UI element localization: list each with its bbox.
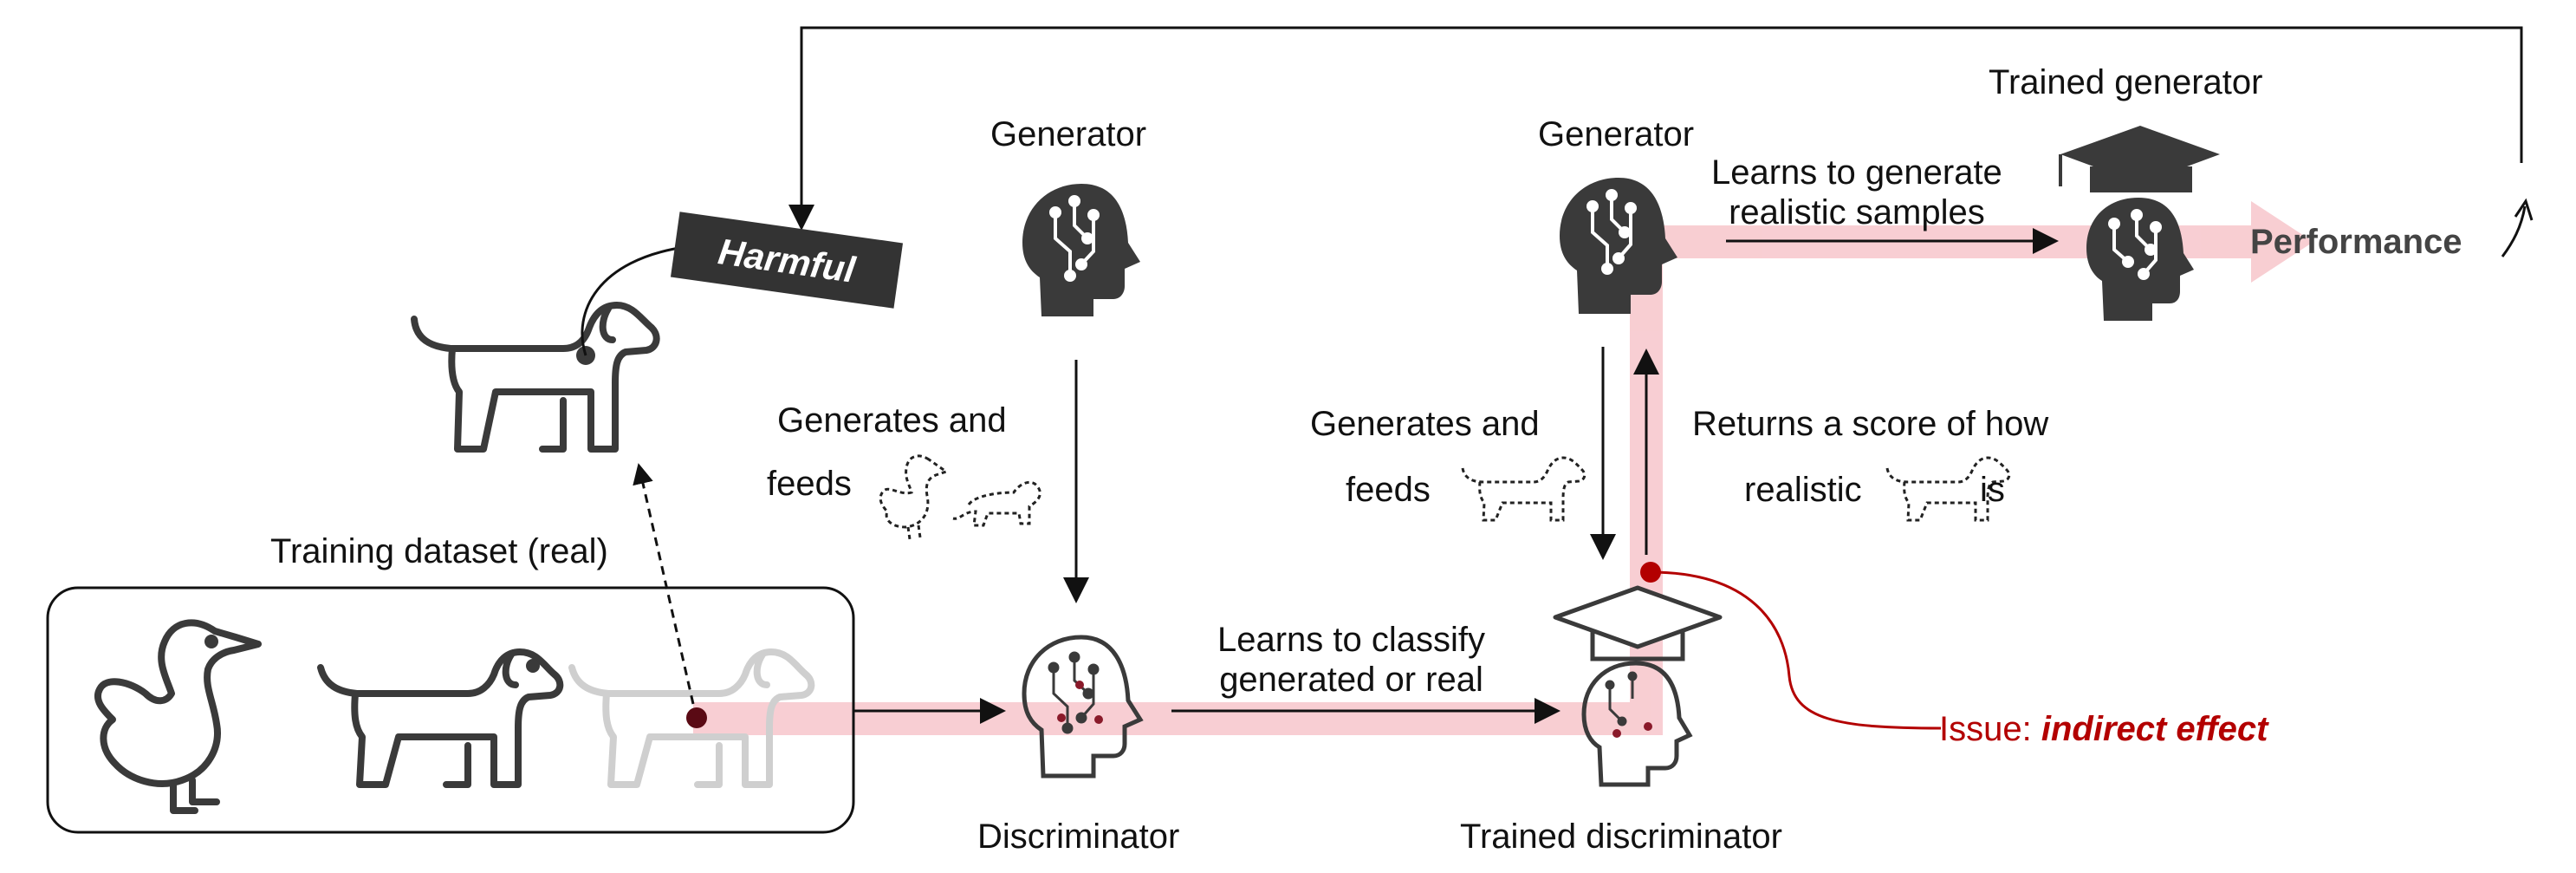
issue-emphasis: indirect effect <box>2041 710 2268 748</box>
generates-left-line1: Generates and <box>777 401 1007 440</box>
learns-generate-line1: Learns to generate <box>1711 153 2002 192</box>
feedback-loop <box>788 26 2523 231</box>
trained-discriminator-label: Trained discriminator <box>1460 818 1782 856</box>
source-dot <box>686 707 707 728</box>
issue-label: Issue: indirect effect <box>1939 709 2268 749</box>
dashed-arrow-to-harmful-dog <box>633 463 695 705</box>
learns-generate-label: Learns to generate realistic samples <box>1711 153 2002 232</box>
returns-line2-a: realistic <box>1744 471 1862 509</box>
returns-line2-b: is <box>1980 471 2005 509</box>
trained-generator-label: Trained generator <box>1989 63 2263 101</box>
trained-generator-icon <box>2059 126 2220 321</box>
returns-line1: Returns a score of how <box>1692 405 2049 443</box>
trend-up-arrow-icon <box>2501 198 2534 257</box>
generated-samples-left-icon <box>879 454 1041 540</box>
duck-icon <box>94 619 262 814</box>
performance-label: Performance <box>2250 223 2462 261</box>
generator-right-head-icon <box>1560 178 1677 314</box>
generator-head-icon <box>1022 184 1140 316</box>
generator-right-label: Generator <box>1538 115 1695 153</box>
learns-generate-line2: realistic samples <box>1729 193 1985 231</box>
generates-left-line2: feeds <box>767 465 852 503</box>
discriminator-head-icon <box>1022 635 1144 779</box>
harmful-dog-icon <box>411 302 660 453</box>
generates-right-line1: Generates and <box>1310 405 1540 443</box>
trained-discriminator-icon <box>1553 585 1723 787</box>
training-dataset-label: Training dataset (real) <box>270 532 608 570</box>
discriminator-label: Discriminator <box>977 818 1180 856</box>
generates-right-line2: feeds <box>1346 471 1431 509</box>
generated-sample-dog-icon <box>1461 456 1586 522</box>
highlight-path <box>693 201 2313 735</box>
issue-curve <box>1650 570 1942 730</box>
tag-string <box>581 245 685 356</box>
generator-left-label: Generator <box>990 115 1147 153</box>
scored-sample-dog-icon <box>1885 456 2011 522</box>
harmful-tag: Harmful <box>670 212 904 309</box>
learns-classify-line1: Learns to classify <box>1217 621 1486 659</box>
issue-prefix: Issue: <box>1939 710 2041 748</box>
learns-classify-label: Learns to classify generated or real <box>1217 620 1485 700</box>
faded-dog-icon <box>568 648 815 788</box>
learns-classify-line2: generated or real <box>1219 661 1483 699</box>
dog-icon <box>317 648 564 788</box>
